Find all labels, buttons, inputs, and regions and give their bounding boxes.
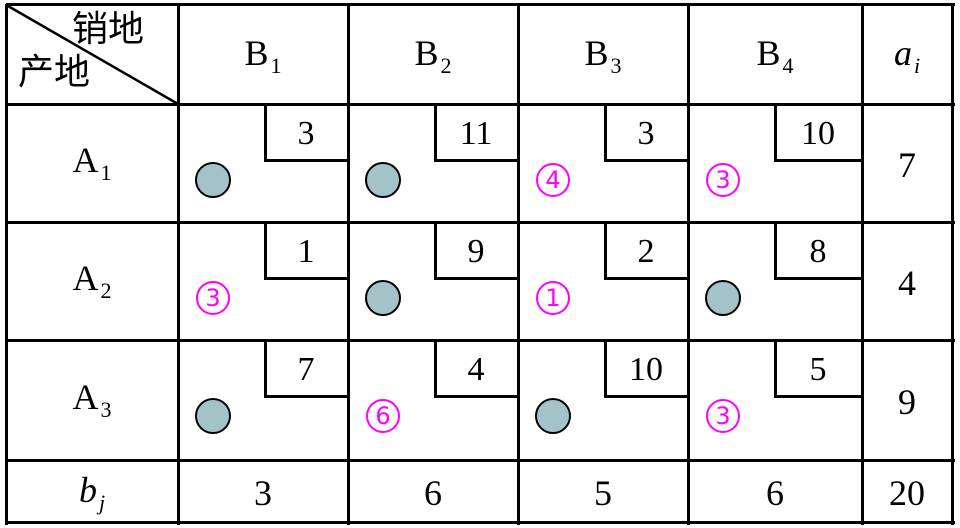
cost-box [774, 222, 862, 280]
total-value: 20 [889, 473, 925, 513]
cost-value: 10 [629, 351, 663, 388]
column-header-2: B2 [414, 35, 451, 77]
grid-hline [6, 459, 955, 462]
column-header-4-letter: B [756, 33, 781, 73]
cost-value: 7 [297, 351, 315, 388]
cost-box [434, 222, 518, 280]
corner-top-label: 销地 [72, 9, 145, 50]
demand-value: 5 [594, 473, 612, 513]
cost-value: 10 [801, 115, 835, 152]
demand-header-subscript: j [98, 490, 106, 515]
demand-value: 6 [766, 473, 784, 513]
column-header-1-letter: B [244, 33, 269, 73]
column-header-4: B4 [756, 35, 793, 77]
demand-value: 6 [424, 473, 442, 513]
cost-box [264, 222, 348, 280]
grid-vline [517, 4, 520, 525]
column-header-2-letter: B [414, 33, 439, 73]
cost-box [604, 222, 688, 280]
row-header-3-letter: A [72, 377, 99, 417]
column-header-1-subscript: 1 [270, 53, 282, 78]
cost-value: 3 [297, 115, 315, 152]
cost-box [604, 340, 688, 398]
cost-value: 11 [459, 115, 493, 152]
row-header-2-subscript: 2 [100, 278, 112, 303]
allocation-value: 3 [196, 281, 230, 315]
cost-value: 2 [637, 233, 655, 270]
supply-value: 4 [898, 263, 916, 303]
grid-vline [347, 4, 350, 525]
cost-value: 3 [637, 115, 655, 152]
cost-value: 4 [467, 351, 485, 388]
row-header-1-subscript: 1 [100, 160, 112, 185]
cost-box [434, 104, 518, 162]
grid-hline [6, 221, 955, 224]
cost-value: 8 [809, 233, 827, 270]
supply-header-letter: a [893, 33, 912, 73]
corner-bottom-label: 产地 [18, 52, 91, 93]
grid-hline [6, 521, 955, 524]
nonbasic-circle [365, 280, 401, 316]
cost-value: 9 [467, 233, 485, 270]
column-header-3: B3 [584, 35, 621, 77]
cost-box [774, 340, 862, 398]
row-header-3-subscript: 3 [100, 397, 112, 422]
allocation-value: 1 [536, 281, 570, 315]
supply-header: ai [894, 35, 920, 77]
cost-box [774, 104, 862, 162]
grid-hline [6, 339, 955, 342]
demand-header-letter: b [78, 470, 97, 510]
demand-value: 3 [254, 473, 272, 513]
nonbasic-circle [705, 280, 741, 316]
demand-header: bj [79, 472, 105, 514]
cost-value: 1 [297, 233, 315, 270]
row-header-1-letter: A [72, 140, 99, 180]
nonbasic-circle [195, 162, 231, 198]
row-header-3: A3 [73, 379, 112, 421]
allocation-value: 3 [706, 399, 740, 433]
nonbasic-circle [195, 398, 231, 434]
allocation-value: 3 [706, 163, 740, 197]
grid-vline [861, 4, 864, 525]
nonbasic-circle [365, 162, 401, 198]
row-header-1: A1 [73, 142, 112, 184]
column-header-4-subscript: 4 [782, 53, 794, 78]
column-header-3-subscript: 3 [610, 53, 622, 78]
row-header-2: A2 [73, 260, 112, 302]
cost-box [264, 340, 348, 398]
nonbasic-circle [535, 398, 571, 434]
allocation-value: 4 [536, 163, 570, 197]
grid-vline [5, 4, 8, 525]
supply-header-subscript: i [913, 53, 921, 78]
row-header-2-letter: A [72, 258, 99, 298]
column-header-2-subscript: 2 [440, 53, 452, 78]
cost-box [434, 340, 518, 398]
grid-vline [951, 4, 954, 525]
cost-box [264, 104, 348, 162]
cost-value: 5 [809, 351, 827, 388]
supply-value: 9 [898, 382, 916, 422]
grid-hline [6, 103, 955, 106]
supply-value: 7 [898, 145, 916, 185]
grid-vline [687, 4, 690, 525]
cost-box [604, 104, 688, 162]
grid-hline [6, 3, 955, 6]
allocation-value: 6 [366, 399, 400, 433]
column-header-3-letter: B [584, 33, 609, 73]
grid-vline [177, 4, 180, 525]
column-header-1: B1 [244, 35, 281, 77]
